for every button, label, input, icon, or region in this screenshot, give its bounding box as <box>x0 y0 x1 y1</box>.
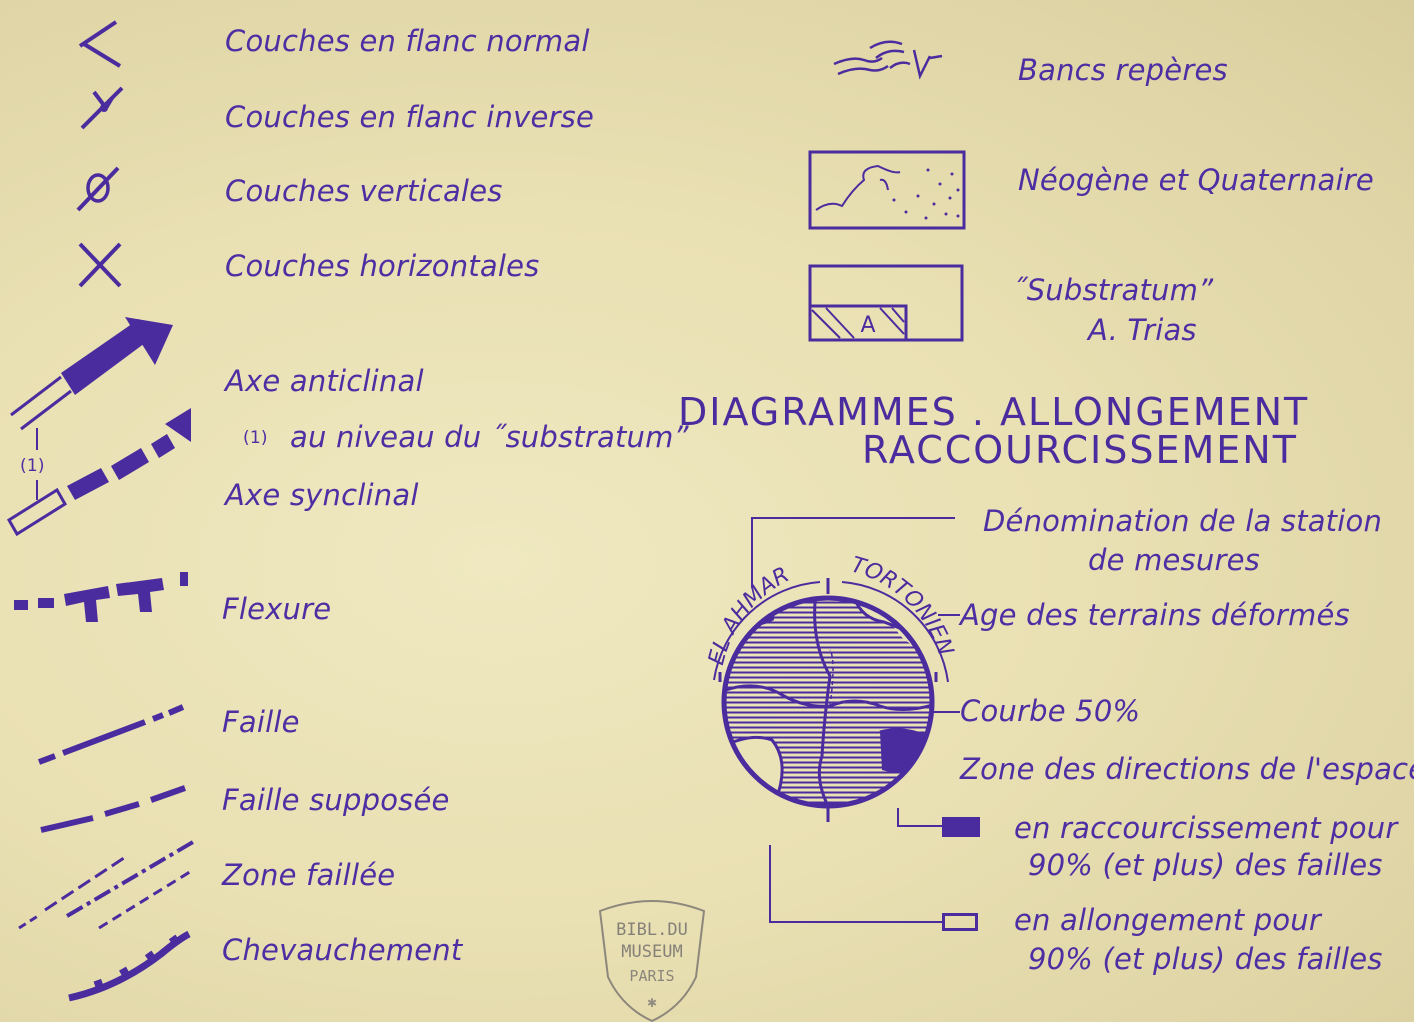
label-substratum: ˝Substratumˮ <box>1012 273 1213 307</box>
label-zone-directions: Zone des directions de l'espace <box>960 752 1414 786</box>
label-couches-verticales: Couches verticales <box>225 174 503 208</box>
label-allongement-1: en allongement pour <box>1014 903 1321 937</box>
dip-vertical-icon <box>74 164 124 214</box>
label-courbe: Courbe 50% <box>960 694 1140 728</box>
stamp-line1: BIBL.DU <box>616 920 688 940</box>
label-chevauchement: Chevauchement <box>222 933 462 967</box>
allong-box-icon <box>942 913 978 931</box>
label-axe-synclinal: Axe synclinal <box>225 478 419 512</box>
label-note-number: (1) <box>243 428 268 448</box>
thrust-icon <box>65 924 195 1004</box>
trias-letter: A <box>860 313 875 338</box>
dip-normal-icon <box>70 20 130 70</box>
label-raccourcissement-2: 90% (et plus) des failles <box>1028 848 1383 882</box>
dip-horizontal-icon <box>76 240 126 290</box>
stamp-line3: PARIS <box>629 967 674 985</box>
label-neogene: Néogène et Quaternaire <box>1018 163 1374 197</box>
supposed-fault-icon <box>35 778 195 838</box>
dip-overturned-icon <box>78 84 128 134</box>
bracket-label: (1) <box>20 456 45 476</box>
label-age-terrains: Age des terrains déformés <box>960 598 1350 632</box>
label-axe-anticlinal: Axe anticlinal <box>225 364 424 398</box>
library-stamp: BIBL.DU MUSEUM PARIS ✱ <box>592 895 712 1022</box>
label-flexure: Flexure <box>222 592 331 626</box>
diagram-title-line2: RACCOURCISSEMENT <box>862 428 1298 472</box>
strain-diagram-icon: EL AHMAR TORTONIEN <box>680 500 1000 940</box>
label-zone-faillee: Zone faillée <box>222 858 395 892</box>
racc-box-icon <box>942 817 980 837</box>
label-allongement-2: 90% (et plus) des failles <box>1028 942 1383 976</box>
neogene-box-icon <box>808 150 968 232</box>
fault-icon <box>35 700 195 770</box>
label-bancs-reperes: Bancs repères <box>1018 53 1228 87</box>
substratum-box-icon: A <box>808 264 968 344</box>
label-faille: Faille <box>222 705 300 739</box>
flexure-icon <box>12 572 192 632</box>
label-denomination-1: Dénomination de la station <box>983 504 1382 538</box>
label-note-substratum: au niveau du ˝substratumˮ <box>290 420 689 454</box>
svg-text:✱: ✱ <box>647 996 657 1010</box>
label-trias: A. Trias <box>1088 313 1197 347</box>
label-couches-horizontales: Couches horizontales <box>225 249 539 283</box>
label-faille-supposee: Faille supposée <box>222 783 450 817</box>
label-couches-normal: Couches en flanc normal <box>225 24 590 58</box>
marker-beds-icon <box>830 30 950 100</box>
stamp-line2: MUSEUM <box>621 942 682 962</box>
label-couches-inverse: Couches en flanc inverse <box>225 100 594 134</box>
label-raccourcissement-1: en raccourcissement pour <box>1014 811 1397 845</box>
label-denomination-2: de mesures <box>1088 543 1260 577</box>
faulted-zone-icon <box>15 836 205 936</box>
